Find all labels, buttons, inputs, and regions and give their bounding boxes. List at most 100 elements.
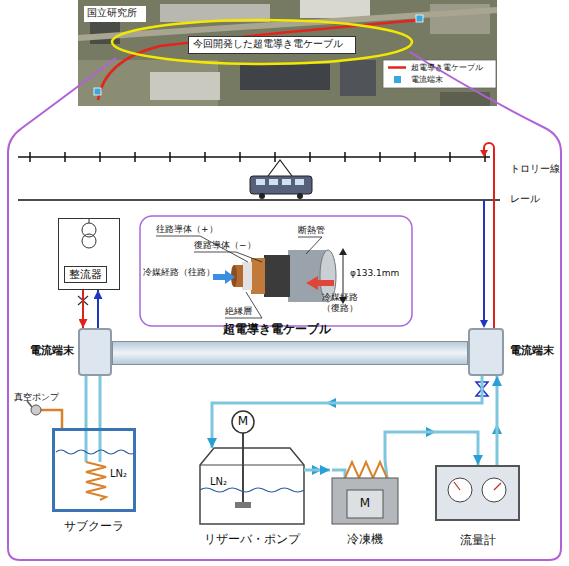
part-label: 往路導体（+） <box>156 224 218 235</box>
legend-text: 超電導き電ケーブル <box>411 62 483 73</box>
part-label: 断熱管 <box>298 225 325 236</box>
subcooler-tank: LN₂サブクーラ <box>52 428 136 512</box>
terminal-marker <box>416 15 423 22</box>
aerial-photo <box>240 64 330 90</box>
part-label: トロリー線 <box>510 163 560 175</box>
subcooler-inside <box>86 462 106 500</box>
trolley-wire <box>18 152 490 162</box>
aerial-photo <box>90 20 120 44</box>
coolant-pipe <box>212 376 482 448</box>
aerial-photo <box>340 60 376 96</box>
part-label: 復路導体（−） <box>194 240 256 251</box>
node-text: LN₂ <box>210 476 227 488</box>
legend: 超電導き電ケーブル電流端末 <box>387 62 493 86</box>
flow-meter-body <box>494 483 501 490</box>
superconducting-cable: 超電導き電ケーブル <box>112 341 468 365</box>
cable-route <box>98 20 420 100</box>
cable-cross-section <box>242 262 252 290</box>
flow-meter-body <box>448 478 472 502</box>
reservoir-pump: MLN₂リザーバ・ポンプ <box>200 448 304 524</box>
feeder-wire <box>483 200 485 321</box>
flow-meter-body <box>482 478 506 502</box>
legend-swatch <box>394 76 401 83</box>
flow-meter-body <box>435 465 520 521</box>
part-label: 冷媒経路（復路） <box>322 292 362 314</box>
feeder-wire <box>484 143 494 328</box>
refrigerator-body <box>332 470 345 478</box>
pump-tank <box>200 411 304 524</box>
pump-tank <box>232 411 254 433</box>
tram <box>297 193 303 199</box>
flow-arrow <box>312 465 322 475</box>
flow-arrow <box>426 427 436 437</box>
highlight-ellipse <box>112 20 412 64</box>
feeder-wire <box>480 150 488 157</box>
power-wire <box>82 290 84 328</box>
node-label: 冷凍機 <box>325 532 405 546</box>
rail <box>18 199 500 201</box>
flow-meter-body <box>435 465 520 521</box>
node-label: 国立研究所 <box>87 7 137 19</box>
trolley-wire <box>18 156 490 158</box>
pump-tank <box>235 502 251 508</box>
feeder-wire <box>480 320 488 328</box>
coolant-pipe <box>85 376 88 428</box>
legend-line <box>388 66 406 69</box>
coolant-arrow <box>213 270 334 290</box>
valve-symbol <box>476 382 488 396</box>
callout-frame <box>8 52 561 560</box>
current-terminal: 電流端末 <box>78 328 112 376</box>
part-label: φ133.1mm <box>350 268 399 279</box>
tram <box>250 160 312 199</box>
aerial-photo <box>78 0 497 106</box>
transformer-symbol <box>82 234 96 248</box>
refrigerator-body <box>332 460 398 524</box>
flow-meter: 流量計 <box>435 465 520 521</box>
subcooler-inside <box>85 428 88 462</box>
cable-cross-section <box>231 250 336 302</box>
node-label: 今回開発した超電導き電ケーブル <box>193 38 343 50</box>
coolant-pipe <box>99 376 102 428</box>
legend-box <box>383 60 496 88</box>
part-label: レール <box>510 193 540 205</box>
tram <box>282 179 291 185</box>
node-label: サブクーラ <box>45 519 143 533</box>
coolant-pipe <box>304 469 330 472</box>
legend-row: 電流端末 <box>387 74 493 85</box>
aerial-photo <box>300 0 370 18</box>
refrigerator-body <box>332 478 398 524</box>
transformer-symbol <box>89 219 90 223</box>
coolant-arrow <box>213 270 235 284</box>
terminal-marker <box>94 15 423 95</box>
tram <box>256 179 265 185</box>
switch-symbol <box>78 296 88 305</box>
inset-frame <box>140 216 412 326</box>
tram <box>259 193 265 199</box>
trolley-wire <box>30 152 485 162</box>
vacuum-pump <box>27 401 62 428</box>
node-text: M <box>235 414 251 428</box>
rail <box>18 200 500 201</box>
aerial-photo <box>150 72 220 100</box>
cable-route <box>98 20 420 100</box>
pump-tank <box>200 448 304 524</box>
power-wire <box>97 290 99 328</box>
node-text: LN₂ <box>110 468 127 480</box>
inset-frame <box>140 216 412 326</box>
transformer-symbol <box>82 219 96 248</box>
refrigerator-body <box>345 462 387 478</box>
vacuum-pump <box>41 410 62 428</box>
part-label: 真空ポンプ <box>14 392 59 403</box>
terminal-marker <box>94 88 101 95</box>
flow-arrow <box>326 398 336 408</box>
flow-arrow <box>312 398 502 475</box>
aerial-photo <box>78 0 497 106</box>
tram <box>295 179 304 185</box>
node-label: 電流端末 <box>0 344 74 357</box>
subcooler-inside <box>56 428 136 500</box>
switch-symbol <box>78 296 88 305</box>
leader-line <box>225 292 262 318</box>
node-label: 流量計 <box>435 533 520 547</box>
legend-row: 超電導き電ケーブル <box>387 62 493 73</box>
